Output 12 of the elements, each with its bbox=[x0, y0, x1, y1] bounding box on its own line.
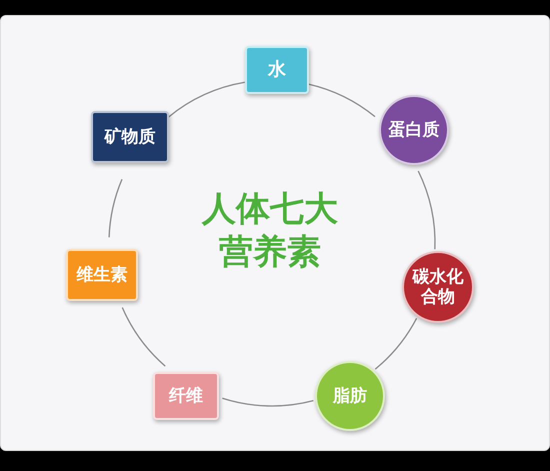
nutrient-box: 纤维 bbox=[153, 372, 219, 420]
ring-connector bbox=[308, 84, 376, 118]
ring-connector bbox=[374, 318, 418, 370]
ring-connector bbox=[168, 82, 245, 118]
ring-connector bbox=[108, 179, 123, 238]
ring-connector bbox=[122, 307, 166, 367]
title: 人体七大营养素 bbox=[200, 188, 339, 273]
nutrient-box: 水 bbox=[245, 46, 309, 94]
nutrient-box: 矿物质 bbox=[91, 111, 169, 163]
ring-connector bbox=[222, 398, 314, 407]
nutrient-box: 维生素 bbox=[66, 249, 138, 301]
ring-connector bbox=[418, 170, 436, 250]
